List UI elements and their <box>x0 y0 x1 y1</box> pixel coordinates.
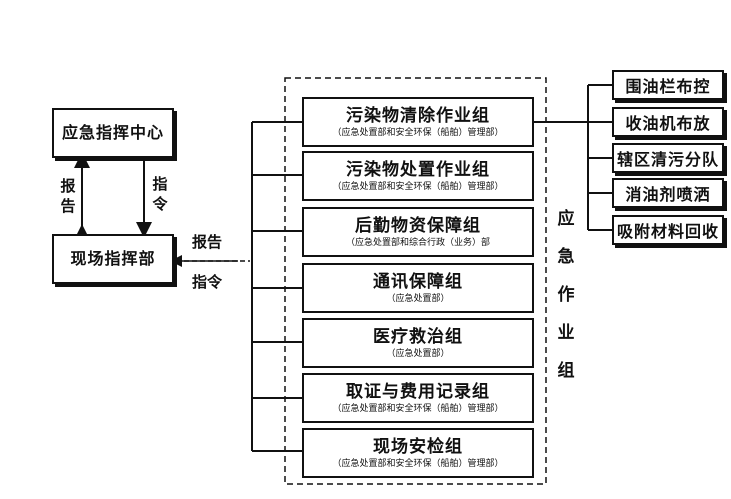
group-box: 污染物清除作业组 （应急处置部和安全环保（船舶）管理部） <box>302 97 534 147</box>
group-title: 现场安检组 <box>373 436 463 457</box>
right-item-label: 辖区清污分队 <box>616 150 719 169</box>
right-item-box: 收油机布放 <box>612 107 724 137</box>
instruct-label-left: 指令 <box>152 175 168 213</box>
group-title: 污染物清除作业组 <box>346 105 490 126</box>
group-title: 取证与费用记录组 <box>346 381 490 402</box>
group-subtitle: （应急处置部和安全环保（船舶）管理部） <box>332 458 504 469</box>
emergency-group-label: 应 急 作 业 组 <box>557 209 575 381</box>
group-title: 后勤物资保障组 <box>355 215 481 236</box>
instruct-label-right: 指令 <box>192 273 223 291</box>
right-item-box: 吸附材料回收 <box>612 215 724 245</box>
command-center-box: 应急指挥中心 <box>52 108 174 158</box>
site-hq-box: 现场指挥部 <box>52 234 174 284</box>
group-box: 医疗救治组 （应急处置部） <box>302 318 534 368</box>
group-box: 后勤物资保障组 （应急处置部和综合行政（业务）部 <box>302 207 534 257</box>
group-title: 通讯保障组 <box>373 271 463 292</box>
right-item-label: 消油剂喷洒 <box>625 185 711 204</box>
site-hq-label: 现场指挥部 <box>70 249 156 268</box>
report-label-right: 报告 <box>192 233 223 251</box>
report-label-left: 报告 <box>60 177 76 215</box>
group-title: 污染物处置作业组 <box>346 159 490 180</box>
right-item-label: 围油栏布控 <box>625 77 711 96</box>
group-subtitle: （应急处置部） <box>386 348 450 359</box>
right-item-label: 吸附材料回收 <box>616 222 719 241</box>
group-subtitle: （应急处置部和安全环保（船舶）管理部） <box>332 181 504 192</box>
right-item-label: 收油机布放 <box>625 114 711 133</box>
group-box: 污染物处置作业组 （应急处置部和安全环保（船舶）管理部） <box>302 151 534 201</box>
group-subtitle: （应急处置部和安全环保（船舶）管理部） <box>332 127 504 138</box>
group-subtitle: （应急处置部和安全环保（船舶）管理部） <box>332 403 504 414</box>
group-box: 现场安检组 （应急处置部和安全环保（船舶）管理部） <box>302 428 534 478</box>
right-item-box: 辖区清污分队 <box>612 143 724 173</box>
group-box: 通讯保障组 （应急处置部） <box>302 263 534 313</box>
group-subtitle: （应急处置部和综合行政（业务）部 <box>345 237 490 248</box>
right-item-box: 消油剂喷洒 <box>612 178 724 208</box>
command-center-label: 应急指挥中心 <box>61 123 164 142</box>
emergency-group-frame <box>284 77 547 485</box>
group-box: 取证与费用记录组 （应急处置部和安全环保（船舶）管理部） <box>302 373 534 423</box>
group-title: 医疗救治组 <box>373 326 463 347</box>
group-subtitle: （应急处置部） <box>386 293 450 304</box>
right-item-box: 围油栏布控 <box>612 70 724 100</box>
